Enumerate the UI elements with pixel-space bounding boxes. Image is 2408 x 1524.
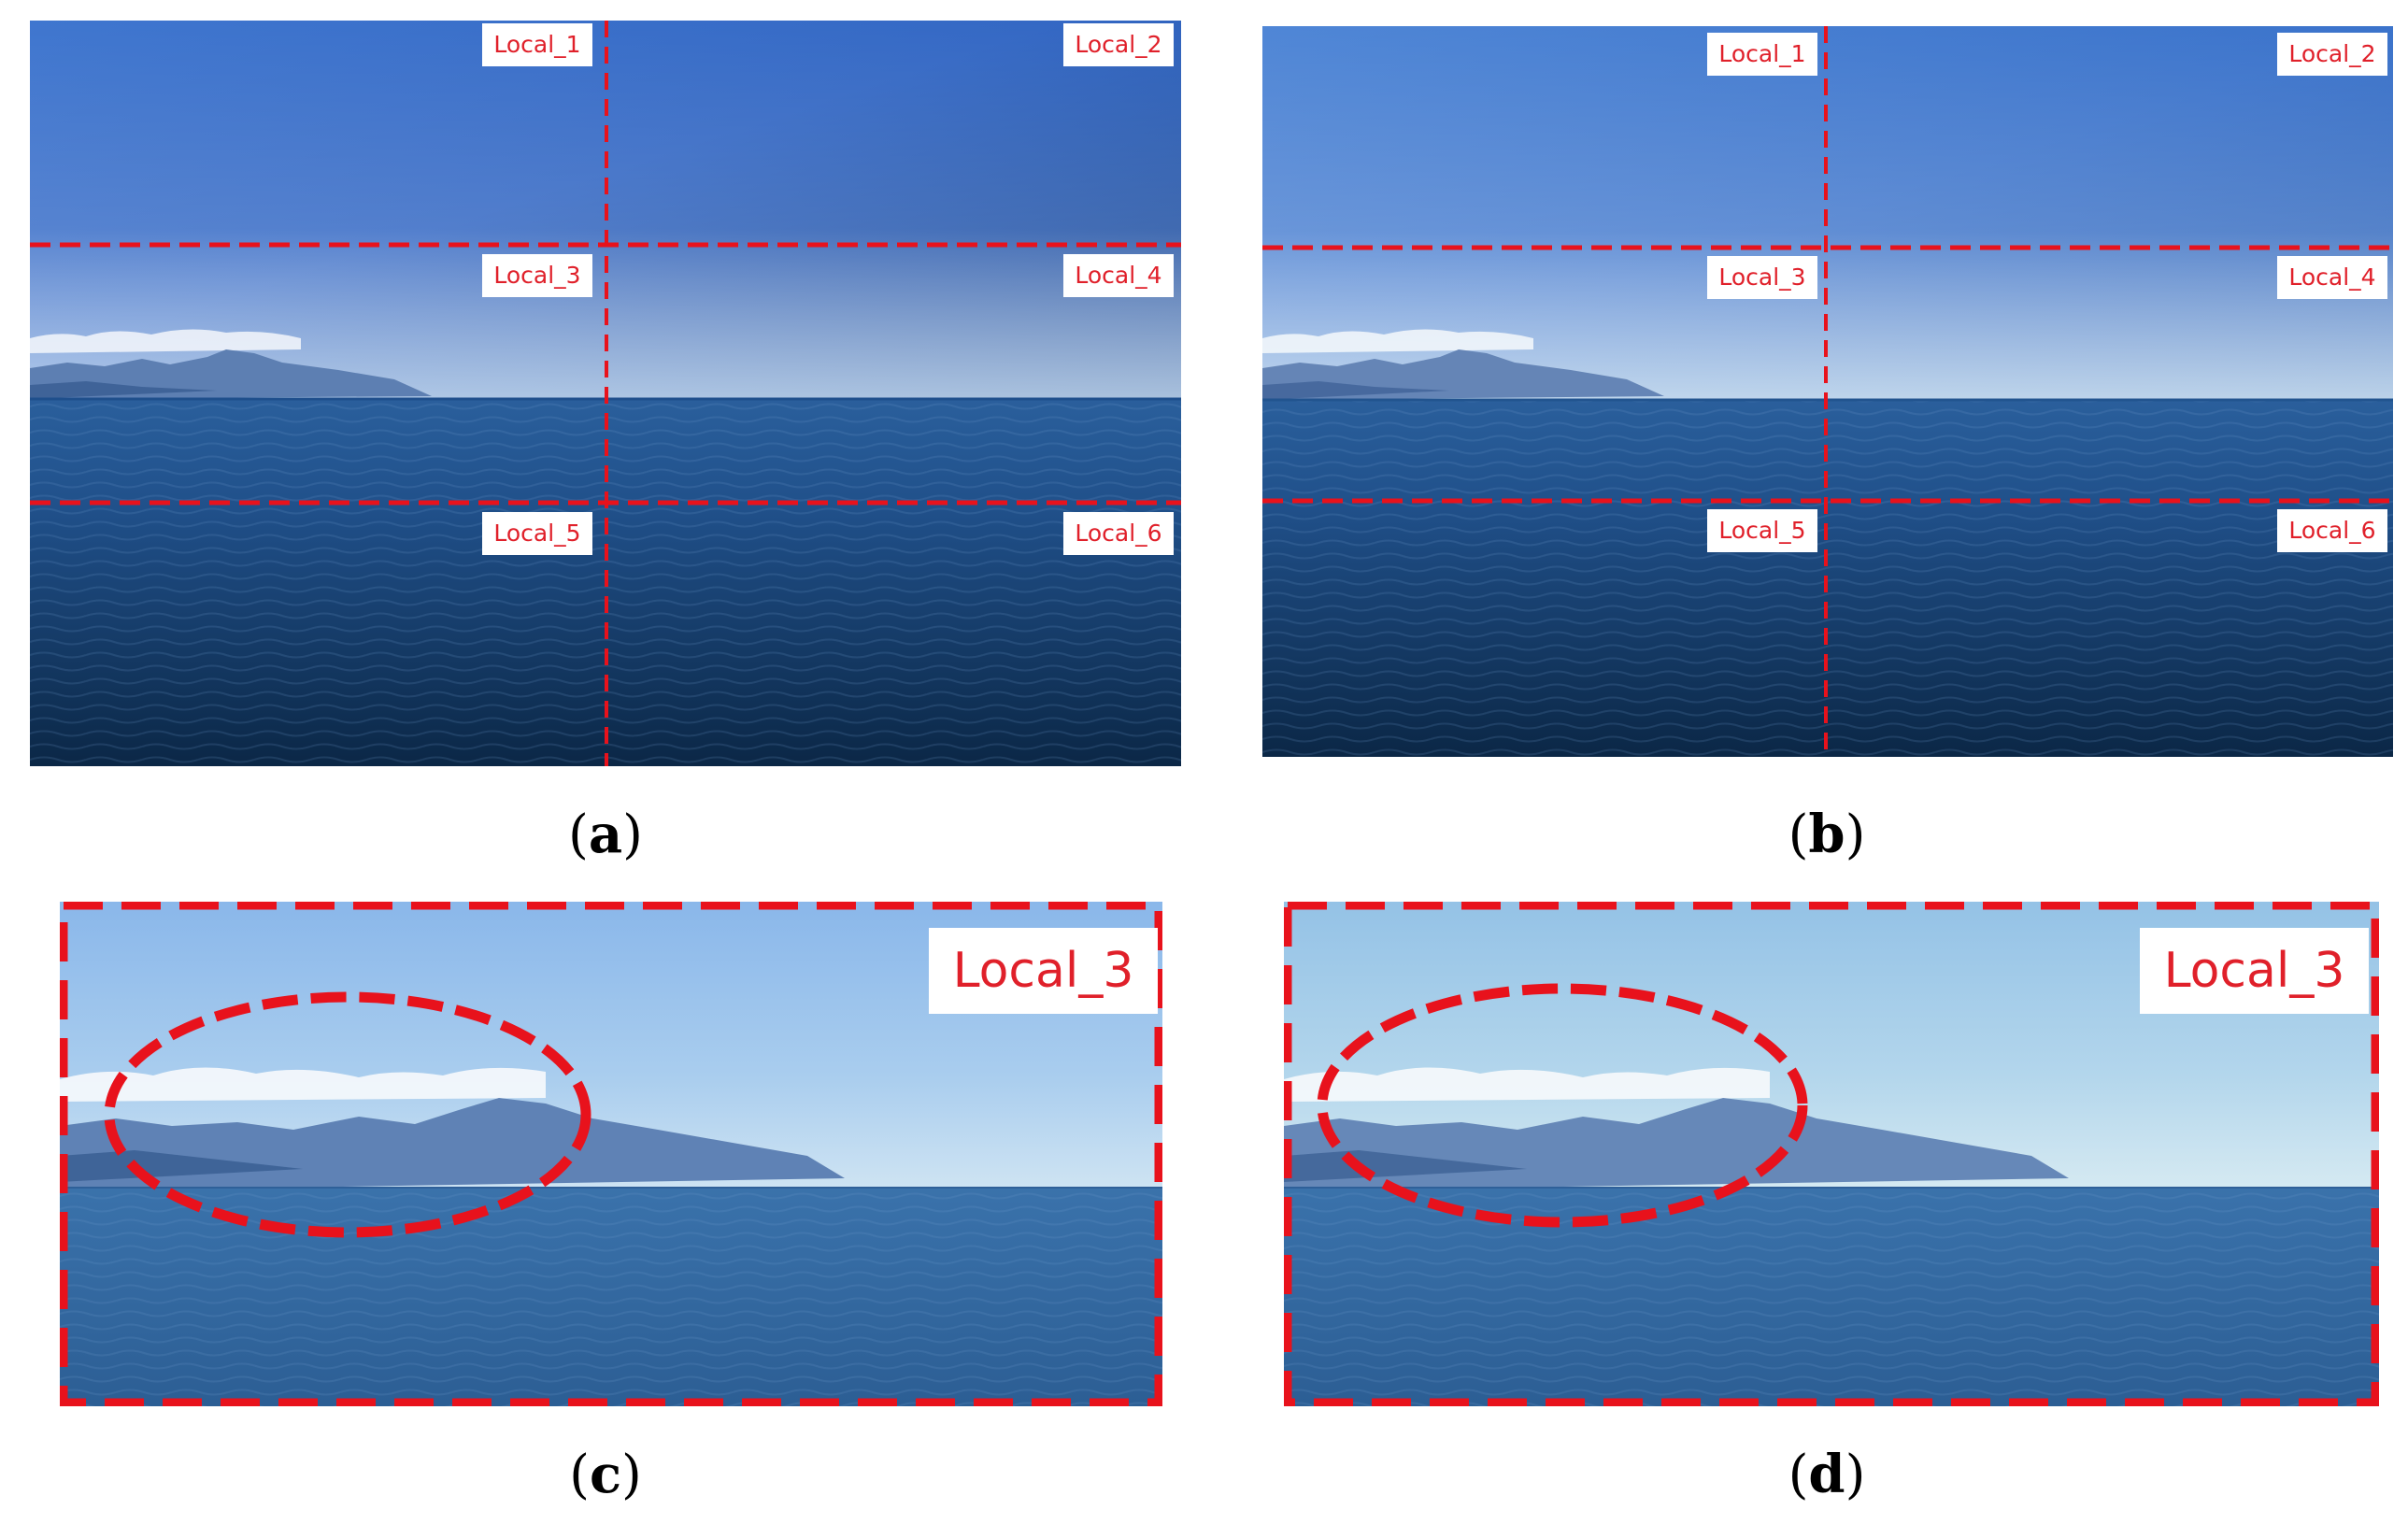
seascape-photo xyxy=(30,21,1181,766)
region-label-local-4: Local_4 xyxy=(2277,256,2387,299)
panel-d-image: Local_3 xyxy=(1284,902,2379,1406)
region-label-local-6: Local_6 xyxy=(1063,512,1174,555)
seascape-photo xyxy=(1262,26,2393,757)
caption-b: (b) xyxy=(1788,804,1866,865)
region-label-local-3: Local_3 xyxy=(1707,256,1817,299)
region-label-local-4: Local_4 xyxy=(1063,254,1174,297)
panel-c-image: Local_3 xyxy=(60,902,1162,1406)
region-label-local-5: Local_5 xyxy=(482,512,592,555)
region-label-local-3: Local_3 xyxy=(482,254,592,297)
panel-a-image: Local_1 Local_2 Local_3 Local_4 Local_5 … xyxy=(30,21,1181,766)
region-label-local-2: Local_2 xyxy=(2277,33,2387,76)
region-label-local-5: Local_5 xyxy=(1707,509,1817,552)
local-3-zoom-photo xyxy=(1284,902,2379,1406)
region-label-local-3: Local_3 xyxy=(2140,928,2369,1014)
region-label-local-2: Local_2 xyxy=(1063,23,1174,66)
caption-a: (a) xyxy=(567,804,643,865)
panel-b-image: Local_1 Local_2 Local_3 Local_4 Local_5 … xyxy=(1262,26,2393,757)
region-label-local-1: Local_1 xyxy=(482,23,592,66)
region-label-local-6: Local_6 xyxy=(2277,509,2387,552)
caption-c: (c) xyxy=(569,1444,642,1505)
caption-d: (d) xyxy=(1788,1444,1866,1505)
region-label-local-3: Local_3 xyxy=(929,928,1158,1014)
region-label-local-1: Local_1 xyxy=(1707,33,1817,76)
